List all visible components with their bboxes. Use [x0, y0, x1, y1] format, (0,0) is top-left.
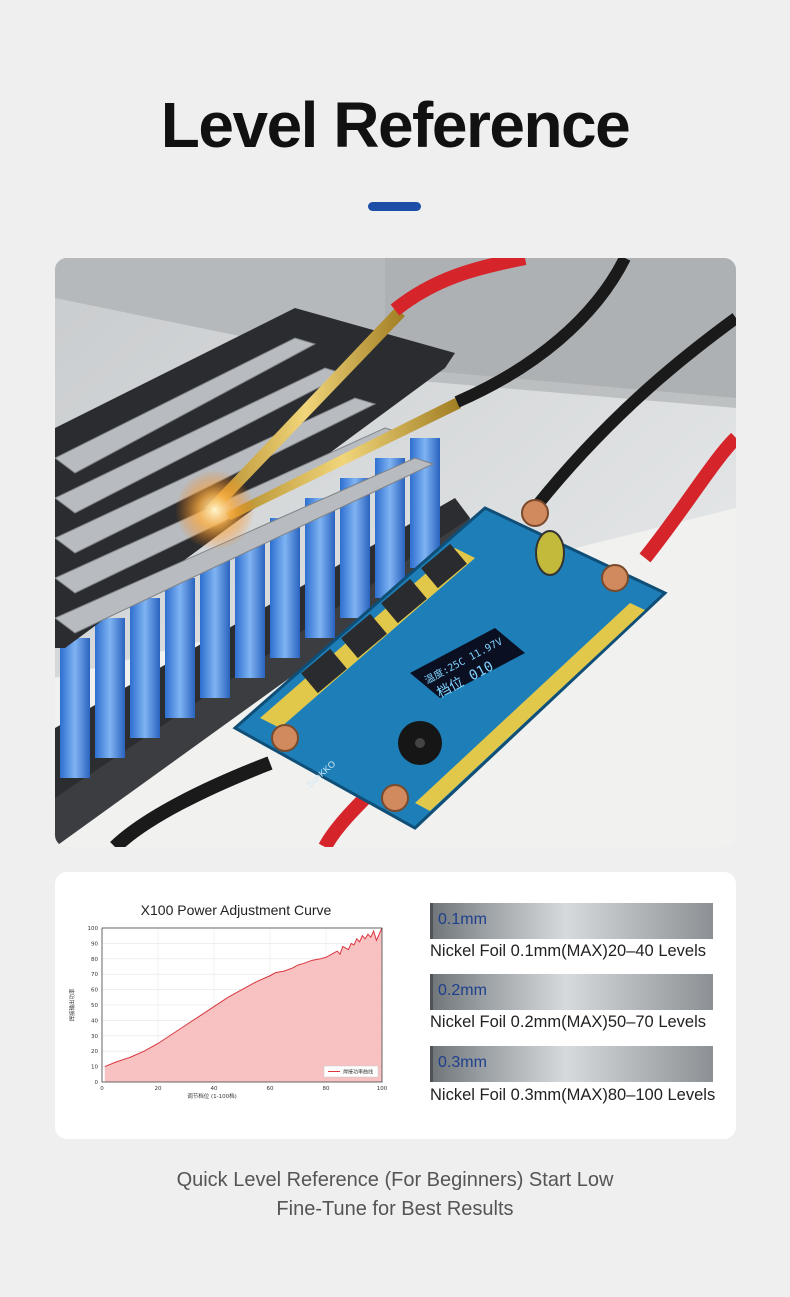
y-tick-label: 90 [91, 941, 98, 947]
plot-frame [101, 927, 383, 1083]
y-axis-label: 焊接输出功率 [68, 988, 76, 1022]
y-tick-label: 70 [91, 972, 98, 978]
y-tick-label: 60 [91, 988, 98, 994]
y-tick-label: 40 [91, 1018, 98, 1024]
x-tick-label: 0 [100, 1086, 104, 1092]
foil-edge [430, 1046, 433, 1082]
x-tick-label: 20 [155, 1086, 162, 1092]
legend-box [323, 1065, 379, 1078]
y-tick-label: 30 [91, 1034, 98, 1040]
y-tick-label: 10 [91, 1065, 98, 1071]
y-tick-label: 80 [91, 957, 98, 963]
power-curve-chart: 0 10 20 30 40 50 60 70 80 90 100 0 20 40 60 80 100 调节档位 (… [68, 926, 388, 1100]
foil-swatch-0.3mm: 0.3mm [430, 1046, 713, 1082]
x-tick-label: 100 [377, 1086, 388, 1092]
foil-label: 0.3mm [438, 1054, 487, 1071]
x-tick-label: 40 [211, 1086, 218, 1092]
battery-cells [60, 438, 440, 778]
foil-label: 0.2mm [438, 982, 487, 999]
series-line [104, 927, 383, 1068]
footer-line2: Fine-Tune for Best Results [276, 1198, 514, 1220]
y-tick-label: 50 [91, 1003, 98, 1009]
foil-caption: Nickel Foil 0.3mm(MAX)80–100 Levels [430, 1086, 716, 1104]
chart-title: X100 Power Adjustment Curve [140, 902, 332, 918]
foil-edge [430, 974, 433, 1010]
foil-edge [430, 903, 433, 939]
foil-caption: Nickel Foil 0.2mm(MAX)50–70 Levels [430, 1013, 707, 1031]
x-tick-label: 60 [267, 1086, 274, 1092]
foil-swatch-0.2mm: 0.2mm [430, 974, 713, 1010]
page-title: Level Reference [160, 89, 631, 161]
y-tick-label: 20 [91, 1049, 98, 1055]
x-axis-label: 调节档位 (1-100档) [187, 1092, 237, 1100]
x-tick-label: 80 [323, 1086, 330, 1092]
y-tick-label: 100 [88, 926, 99, 932]
foil-swatch-0.1mm: 0.1mm [430, 903, 713, 939]
product-photo: 温度:25C 11.97V 档位 010 SunKKO [55, 258, 736, 847]
legend-label: 焊接功率曲线 [343, 1069, 373, 1076]
title-underline [368, 202, 421, 211]
footer-line1: Quick Level Reference (For Beginners) St… [176, 1169, 614, 1191]
series-area [104, 928, 383, 1082]
y-tick-label: 0 [95, 1080, 99, 1086]
foil-caption: Nickel Foil 0.1mm(MAX)20–40 Levels [430, 942, 707, 960]
product-photo-illustration: 温度:25C 11.97V 档位 010 SunKKO [55, 258, 736, 847]
foil-label: 0.1mm [438, 911, 487, 928]
